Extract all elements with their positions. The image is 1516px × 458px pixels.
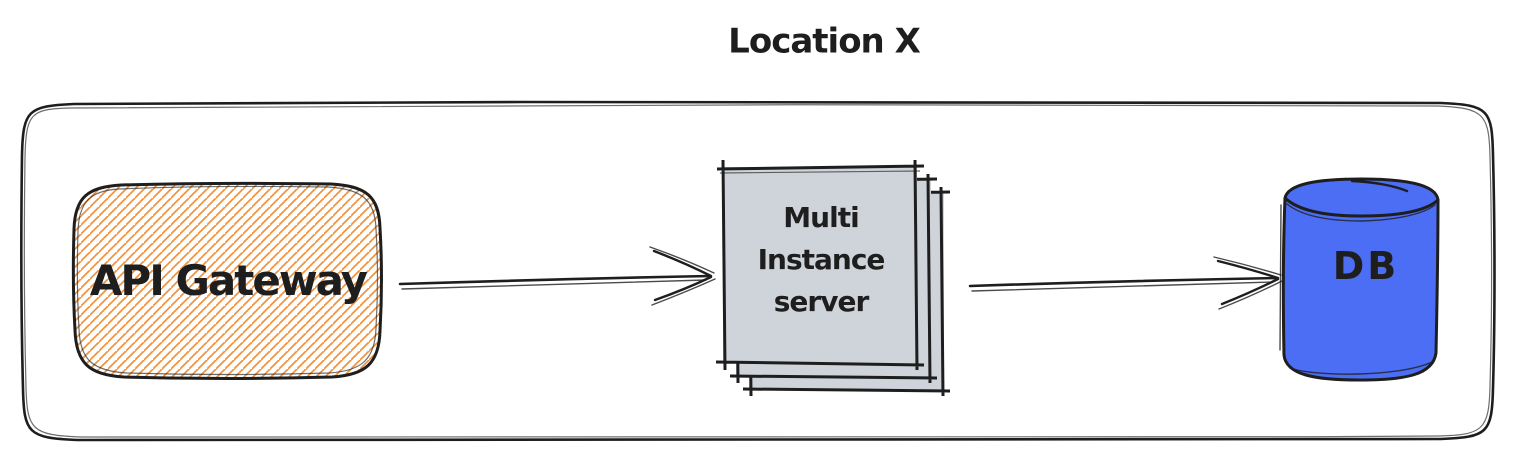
location-boundary	[20, 100, 1496, 443]
db-label: DB	[1332, 244, 1400, 289]
api-gateway-node	[71, 181, 383, 380]
server-stack-front	[715, 159, 925, 371]
db-cylinder-top-arc	[1283, 196, 1440, 218]
db-node	[1279, 177, 1440, 382]
api-gateway-label: API Gateway	[89, 255, 368, 305]
arrow-server-to-db	[968, 256, 1283, 310]
multi-instance-server-node	[715, 159, 951, 397]
arrow-api-to-server	[398, 246, 716, 306]
diagram-title: Location X	[728, 21, 921, 62]
db-cylinder-body	[1281, 177, 1440, 382]
api-gateway-outline	[71, 181, 383, 380]
api-gateway-hachure-fill	[73, 183, 382, 379]
multi-instance-server-label: Multi Instance server	[757, 201, 886, 318]
